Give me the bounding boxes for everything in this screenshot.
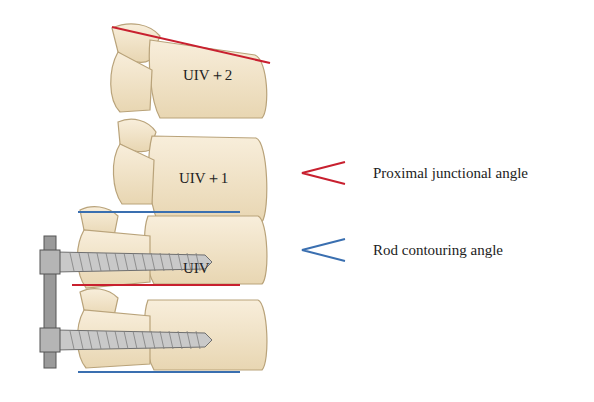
legend-text: Proximal junctional angle (373, 165, 528, 182)
legend-sample (302, 239, 345, 261)
legend-sample (302, 162, 345, 184)
legend-text: Rod contouring angle (373, 242, 503, 259)
vertebra-label: UIV＋2 (183, 67, 232, 84)
vertebra-label: UIV (183, 260, 210, 277)
vertebra-label: UIV＋1 (179, 170, 228, 187)
